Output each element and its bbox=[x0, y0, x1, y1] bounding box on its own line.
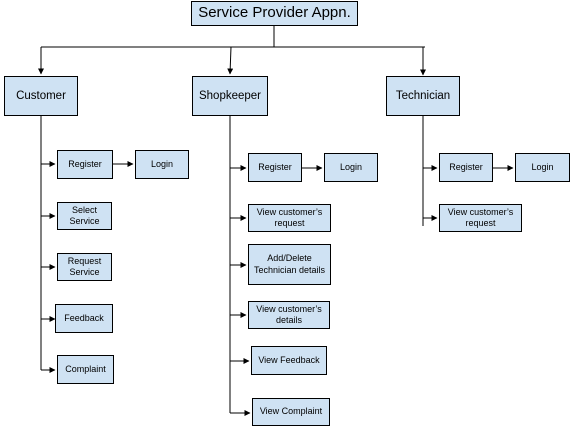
shopkeeper-view-request-node: View customer’s request bbox=[248, 204, 331, 232]
shopkeeper-register-node: Register bbox=[248, 153, 302, 182]
root-node-title: Service Provider Appn. bbox=[191, 1, 358, 26]
customer-login-node: Login bbox=[135, 150, 189, 179]
customer-register-node: Register bbox=[57, 150, 113, 179]
technician-view-request-node: View customer’s request bbox=[439, 204, 522, 232]
customer-complaint-node: Complaint bbox=[57, 355, 114, 384]
customer-request-service-node: Request Service bbox=[57, 253, 112, 281]
technician-node: Technician bbox=[386, 76, 460, 116]
technician-login-node: Login bbox=[515, 153, 570, 182]
technician-register-node: Register bbox=[439, 153, 493, 182]
shopkeeper-view-customer-details-node: View customer’s details bbox=[248, 301, 330, 329]
shopkeeper-view-feedback-node: View Feedback bbox=[251, 346, 327, 375]
customer-feedback-node: Feedback bbox=[55, 304, 113, 333]
shopkeeper-login-node: Login bbox=[324, 153, 378, 182]
shopkeeper-add-delete-technician-node: Add/Delete Technician details bbox=[248, 244, 331, 285]
shopkeeper-view-complaint-node: View Complaint bbox=[252, 398, 330, 426]
customer-node: Customer bbox=[4, 76, 78, 116]
shopkeeper-node: Shopkeeper bbox=[192, 76, 268, 116]
customer-select-service-node: Select Service bbox=[57, 202, 112, 230]
